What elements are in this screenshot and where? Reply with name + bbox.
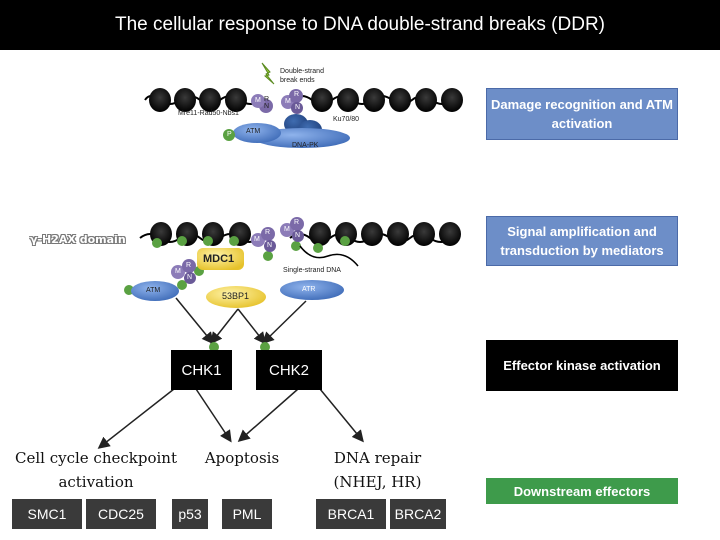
- chk2-label: CHK2: [268, 362, 309, 379]
- dsb-ends-label: Double-strand break ends: [280, 68, 324, 84]
- mrn-n-letter: N: [295, 232, 301, 239]
- chromatin-middle-row: [124, 217, 461, 308]
- mrn-m-letter: M: [284, 226, 290, 233]
- chk1-label: CHK1: [181, 362, 222, 379]
- mrn-r-letter: R: [265, 229, 271, 236]
- gamma-h2ax-label: γ-H2AX domain: [30, 233, 126, 246]
- mrn-label: Mre11-Rad50-Nbs1: [178, 110, 239, 117]
- effector-smc1: SMC1: [12, 499, 82, 529]
- dnapk-label: DNA-PK: [292, 142, 319, 149]
- mrn-m-letter: M: [254, 236, 260, 243]
- mdc1-label: MDC1: [203, 253, 235, 265]
- effector-brca2: BRCA2: [390, 499, 446, 529]
- effector-cdc25: CDC25: [86, 499, 156, 529]
- mrn-n-letter: N: [187, 274, 193, 281]
- mrn-r-letter: R: [294, 219, 300, 226]
- p-badge: P: [227, 131, 232, 138]
- mrn-r-letter: R: [294, 91, 300, 98]
- break-bolt-icon: [261, 62, 275, 85]
- ssdna-label: Single-strand DNA: [283, 267, 341, 274]
- stage-damage-recognition: Damage recognition and ATM activation: [486, 88, 678, 140]
- stage-signal-amplification: Signal amplification and transduction by…: [486, 216, 678, 266]
- outcome-cell-cycle: Cell cycle checkpoint activation: [15, 449, 177, 491]
- page-title: The cellular response to DNA double-stra…: [115, 14, 605, 35]
- effector-p53: p53: [172, 499, 208, 529]
- bp53-label: 53BP1: [222, 291, 250, 301]
- title-bar: The cellular response to DNA double-stra…: [0, 0, 720, 50]
- ku-label: Ku70/80: [333, 116, 360, 123]
- mrn-r-letter: R: [186, 262, 192, 269]
- outcome-apoptosis: Apoptosis: [204, 449, 280, 467]
- mrn-n-letter: N: [264, 103, 270, 110]
- mrn-m-letter: M: [255, 97, 261, 104]
- effector-pml: PML: [222, 499, 272, 529]
- stage-downstream-effectors: Downstream effectors: [486, 478, 678, 504]
- mrn-n-letter: N: [295, 104, 301, 111]
- mrn-n-letter: N: [267, 242, 273, 249]
- stage-effector-kinase: Effector kinase activation: [486, 340, 678, 391]
- outcome-dna-repair: DNA repair (NHEJ, HR): [333, 449, 422, 491]
- effector-brca1: BRCA1: [316, 499, 386, 529]
- chromatin-top-row: [144, 88, 463, 148]
- mrn-m-letter: M: [285, 98, 291, 105]
- mrn-m-letter: M: [175, 268, 181, 275]
- mrn-r-letter: R: [264, 96, 270, 103]
- atm-mid-label: ATM: [146, 287, 161, 294]
- atm-top-label: ATM: [246, 128, 261, 135]
- atr-label: ATR: [302, 286, 316, 293]
